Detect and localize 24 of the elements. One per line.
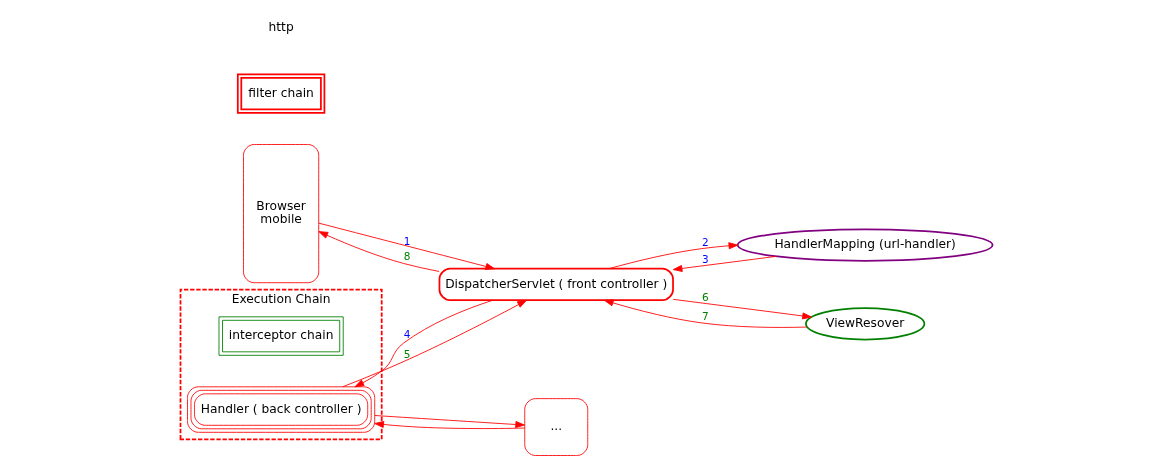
node-ellipse: HandlerMapping (url-handler) <box>736 228 993 262</box>
arrow <box>373 415 525 428</box>
arrow <box>354 299 493 388</box>
node-box: Browser mobile <box>242 144 319 284</box>
edge-label: 8 <box>403 250 410 263</box>
arrow <box>318 231 440 272</box>
label: http <box>268 19 294 34</box>
edge-label: 7 <box>701 309 709 322</box>
arrow <box>603 299 807 328</box>
arrow <box>373 420 525 429</box>
arrow <box>341 299 527 388</box>
edge-label: 6 <box>701 290 709 303</box>
edge-label: 4 <box>403 328 410 341</box>
node-ellipse: ViewResover <box>804 307 925 341</box>
arrow <box>607 242 738 270</box>
edge-label: 3 <box>701 253 709 266</box>
node-box: DispatcherServlet ( front controller ) <box>438 267 674 302</box>
edge-label: 2 <box>701 235 709 248</box>
edge-label: 1 <box>403 234 410 247</box>
arrow <box>317 222 495 270</box>
edge-label: 5 <box>403 347 410 360</box>
arrow <box>672 298 812 320</box>
node-box: ... <box>523 398 588 456</box>
arrow <box>672 255 777 272</box>
